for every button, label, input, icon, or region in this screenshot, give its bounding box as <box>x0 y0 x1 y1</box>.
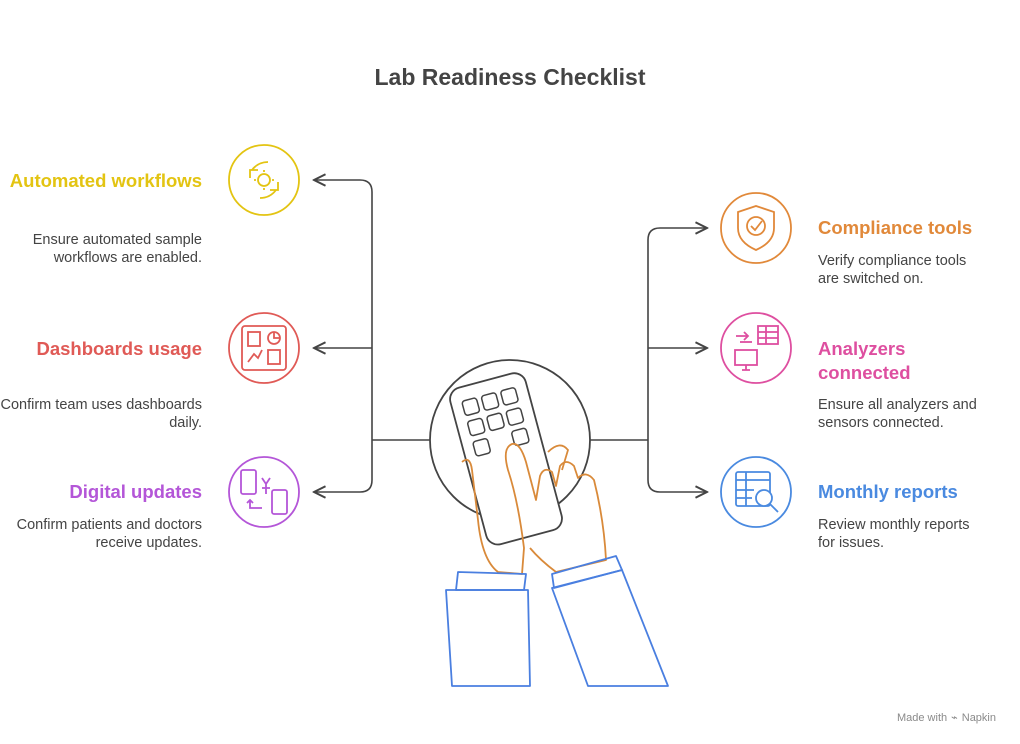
item-desc-compliance-tools: Verify compliance tools are switched on. <box>818 253 967 287</box>
brand-name: Napkin <box>961 711 996 724</box>
item-desc-dashboards-usage: Confirm team uses dashboards daily. <box>0 397 203 431</box>
footer-credit: Made with ⌁ Napkin <box>896 711 996 725</box>
left-connectors <box>314 180 430 492</box>
report-search-icon <box>720 456 792 528</box>
item-desc-automated-workflows: Ensure automated sample workflows are en… <box>32 232 202 266</box>
hand-keypad-illustration <box>429 359 669 687</box>
napkin-logo-icon: ⌁ <box>951 712 958 724</box>
page-title: Lab Readiness Checklist <box>374 64 646 90</box>
monitor-table-icon <box>720 312 792 384</box>
item-title-compliance-tools: Compliance tools <box>818 217 973 238</box>
dashboard-icon <box>228 312 300 384</box>
item-title-digital-updates: Digital updates <box>69 481 202 502</box>
mobile-sync-icon <box>228 456 300 528</box>
shield-check-icon <box>720 192 792 264</box>
item-desc-monthly-reports: Review monthly reports for issues. <box>818 517 970 551</box>
item-title-analyzers-connected: Analyzers connected <box>818 338 911 383</box>
item-title-automated-workflows: Automated workflows <box>9 170 202 191</box>
item-desc-digital-updates: Confirm patients and doctors receive upd… <box>16 517 202 551</box>
made-with-label: Made with <box>896 711 948 724</box>
item-title-dashboards-usage: Dashboards usage <box>36 338 202 359</box>
item-title-monthly-reports: Monthly reports <box>818 481 958 502</box>
item-desc-analyzers-connected: Ensure all analyzers and sensors connect… <box>818 397 977 431</box>
gear-cycle-icon <box>228 144 300 216</box>
right-connectors <box>590 228 707 492</box>
